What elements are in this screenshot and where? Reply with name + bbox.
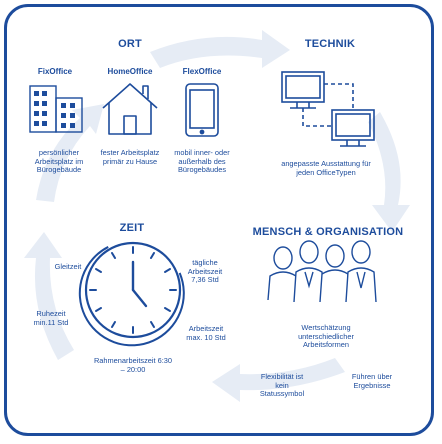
cycle-arrows: [24, 30, 410, 402]
fixoffice-desc: persönlicher Arbeitsplatz im Bürogebäude: [34, 148, 84, 175]
arrow-top: [150, 30, 290, 68]
technik-title: TECHNIK: [304, 38, 356, 50]
clock-icon: [78, 241, 185, 347]
flexoffice-label: FlexOffice: [182, 67, 222, 76]
people-group-icon: [267, 240, 377, 303]
office-building-icon: [29, 85, 83, 133]
zeit-rahmenarbeitszeit: Rahmenarbeitszeit 6:30 – 20:00: [93, 356, 173, 374]
zeit-taegliche-arbeitszeit: tägliche Arbeitszeit 7,36 Std: [187, 258, 223, 285]
mensch-note-flexibilitaet: Flexibilität ist kein Statussymbol: [259, 372, 305, 399]
arrow-left: [24, 232, 74, 360]
arrow-right: [368, 112, 410, 232]
tablet-icon: [185, 83, 219, 137]
zeit-gleitzeit: Gleitzeit: [54, 262, 82, 271]
mensch-desc: Wertschätzung unterschiedlicher Arbeitsf…: [298, 323, 354, 350]
zeit-title: ZEIT: [119, 222, 145, 234]
connected-monitors-icon: [281, 71, 375, 147]
technik-desc: angepasste Ausstattung für jeden OfficeT…: [281, 159, 371, 177]
homeoffice-label: HomeOffice: [107, 67, 153, 76]
fixoffice-label: FixOffice: [37, 67, 73, 76]
mensch-title: MENSCH & ORGANISATION: [252, 226, 404, 238]
zeit-ruhezeit: Ruhezeit min.11 Std: [33, 309, 69, 327]
ort-title: ORT: [118, 38, 142, 50]
house-icon: [102, 83, 158, 135]
arrow-left-upper: [36, 104, 104, 202]
zeit-arbeitszeit: Arbeitszeit max. 10 Std: [186, 324, 226, 342]
arrow-bottom: [212, 358, 345, 402]
diagram-frame: [4, 4, 434, 436]
mensch-note-fuehren: Führen über Ergebnisse: [351, 372, 393, 390]
homeoffice-desc: fester Arbeitsplatz primär zu Hause: [100, 148, 160, 166]
flexoffice-desc: mobil inner- oder außerhalb des Bürogebä…: [174, 148, 230, 175]
